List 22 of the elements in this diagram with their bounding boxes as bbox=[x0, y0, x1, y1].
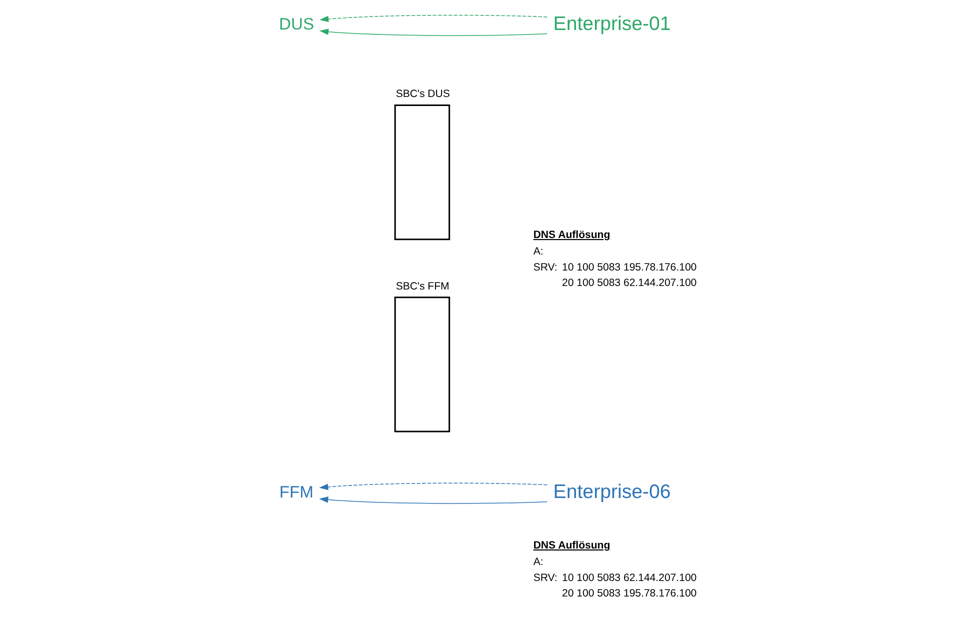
label: SRV: bbox=[532, 261, 557, 274]
label: DNS Auflösung bbox=[532, 539, 610, 552]
node-text: Enterprise-01 bbox=[552, 13, 670, 36]
label: A: bbox=[532, 246, 543, 258]
label: 20 100 5083 195.78.176.100 bbox=[561, 588, 696, 600]
node-box bbox=[394, 104, 450, 240]
node-text: FFM bbox=[278, 482, 313, 502]
label: 10 100 5083 62.144.207.100 bbox=[561, 572, 696, 584]
arrow bbox=[318, 496, 548, 504]
label: A: bbox=[532, 556, 543, 568]
arrow bbox=[318, 482, 548, 490]
arrow bbox=[318, 14, 548, 22]
node-text: Enterprise-06 bbox=[552, 481, 670, 504]
label: 20 100 5083 62.144.207.100 bbox=[561, 277, 696, 290]
arrow bbox=[318, 28, 548, 36]
node-box bbox=[394, 296, 450, 432]
node-text: DUS bbox=[278, 14, 314, 34]
label: DNS Auflösung bbox=[532, 229, 610, 242]
node-label: SBC's DUS bbox=[395, 88, 450, 100]
label: SRV: bbox=[532, 572, 557, 584]
node-label: SBC's FFM bbox=[395, 280, 449, 292]
label: 10 100 5083 195.78.176.100 bbox=[561, 261, 696, 274]
